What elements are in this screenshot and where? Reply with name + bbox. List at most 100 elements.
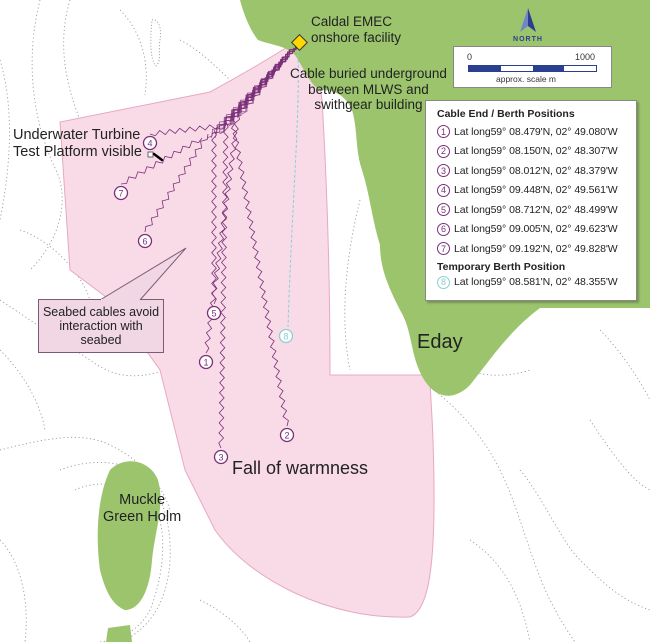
lon-minutes: 49.561'W	[574, 184, 618, 197]
lat-prefix: Lat long59	[454, 203, 503, 216]
cable-route-6	[144, 133, 209, 233]
lat-minutes: 08.712'N,	[509, 203, 553, 216]
legend-temp-title: Temporary Berth Position	[437, 260, 566, 273]
cable-route-3	[218, 121, 229, 449]
lon-minutes: 48.307'W	[574, 145, 618, 158]
small-rock-island	[106, 625, 132, 642]
lat-minutes: 08.012'N,	[509, 164, 553, 177]
muckle-green-holm-label: Muckle Green Holm	[103, 492, 182, 525]
lon-minutes: 49.623'W	[574, 223, 618, 236]
lat-prefix: Lat long59	[454, 145, 503, 158]
temp-berth-row: 8 Lat long59°08.581'N, 02°48.355'W	[426, 273, 636, 293]
fall-of-warmness-label: Fall of warmness	[232, 458, 369, 478]
cable-note-label: Cable buried underground between MLWS an…	[290, 66, 447, 113]
lon-degrees: 02	[555, 125, 568, 138]
berth-marker-label: 5	[211, 308, 216, 318]
islet	[150, 19, 161, 67]
lat-minutes: 09.448'N,	[509, 184, 553, 197]
lon-degrees: 02	[555, 145, 568, 158]
berth-marker-1: 1	[198, 354, 214, 370]
berth-number-badge: 3	[437, 164, 450, 178]
cable-route-segment	[214, 47, 295, 139]
lon-degrees: 02	[555, 276, 568, 289]
lon-minutes: 49.828'W	[574, 242, 618, 255]
berth-coordinates: Lat long59°08.479'N, 02°49.080'W	[454, 125, 618, 138]
berth-row: 1 Lat long59°08.479'N, 02°49.080'W	[426, 122, 636, 142]
berth-row: 3 Lat long59°08.012'N, 02°48.379'W	[426, 161, 636, 181]
berth-coordinates: Lat long59°08.012'N, 02°48.379'W	[454, 164, 618, 177]
legend-title: Cable End / Berth Positions	[437, 108, 575, 120]
lat-minutes: 09.192'N,	[509, 242, 553, 255]
lat-minutes: 09.005'N,	[509, 223, 553, 236]
berth-marker-6: 6	[137, 233, 153, 249]
lon-degrees: 02	[555, 223, 568, 236]
berth-marker-label: 6	[142, 236, 147, 246]
berth-marker-2: 2	[279, 427, 295, 443]
seabed-cables-callout: Seabed cables avoid interaction with sea…	[38, 299, 164, 353]
facility-label: Caldal EMEC onshore facility	[311, 14, 402, 45]
lon-degrees: 02	[555, 242, 568, 255]
lat-minutes: 08.150'N,	[509, 145, 553, 158]
berth-marker-4: 4	[142, 135, 158, 151]
berth-coordinates: Lat long59°09.448'N, 02°49.561'W	[454, 184, 618, 197]
berth-number-badge: 7	[437, 242, 450, 256]
berth-number-badge: 2	[437, 144, 450, 158]
lat-minutes: 08.581'N,	[509, 276, 553, 289]
cable-route-segment	[215, 45, 297, 135]
berth-number-badge: 4	[437, 183, 450, 197]
berth-marker-5: 5	[206, 305, 222, 321]
scale-start: 0	[467, 52, 473, 62]
berth-markers: 1 2 3 4 5 6 7 8	[113, 135, 295, 465]
berth-marker-label: 8	[283, 331, 288, 341]
cable-route-5	[211, 129, 217, 305]
lon-minutes: 48.355'W	[574, 276, 618, 289]
lon-minutes: 48.499'W	[574, 203, 618, 216]
berth-coordinates: Lat long59°08.150'N, 02°48.307'W	[454, 145, 618, 158]
berth-marker-label: 1	[203, 357, 208, 367]
turbine-platform-icon	[147, 151, 164, 162]
cable-route-2	[230, 117, 289, 427]
lon-minutes: 49.080'W	[574, 125, 618, 138]
lat-prefix: Lat long59	[454, 223, 503, 236]
berth-marker-label: 4	[147, 138, 152, 148]
lat-prefix: Lat long59	[454, 125, 503, 138]
lon-degrees: 02	[555, 184, 568, 197]
berth-number-badge: 5	[437, 203, 450, 217]
lat-prefix: Lat long59	[454, 242, 503, 255]
berth-marker-label: 7	[118, 188, 123, 198]
lon-minutes: 48.379'W	[574, 164, 618, 177]
temp-cable-route	[287, 49, 299, 328]
cable-route-segment	[210, 45, 297, 139]
berth-row: 6 Lat long59°09.005'N, 02°49.623'W	[426, 220, 636, 240]
berth-number-badge: 1	[437, 125, 450, 139]
scale-end: 1000	[575, 52, 596, 62]
berth-row: 2 Lat long59°08.150'N, 02°48.307'W	[426, 142, 636, 162]
cable-route-4	[149, 124, 221, 137]
scale-caption: approx. scale m	[496, 74, 556, 84]
berth-number-badge: 8	[437, 275, 450, 289]
compass: NORTH	[506, 6, 550, 46]
berth-marker-label: 2	[284, 430, 289, 440]
berth-marker-3: 3	[213, 449, 229, 465]
development-zone	[59, 39, 435, 618]
cable-route-7	[120, 137, 203, 185]
north-arrow-icon	[520, 8, 536, 32]
lon-degrees: 02	[555, 203, 568, 216]
berth-marker-8: 8	[278, 328, 294, 344]
facility-marker-icon	[291, 34, 308, 51]
muckle-green-holm-island	[97, 461, 161, 610]
berth-row: 4 Lat long59°09.448'N, 02°49.561'W	[426, 181, 636, 201]
platform-label: Underwater Turbine Test Platform visible	[13, 127, 142, 160]
berth-coordinates: Lat long59°09.005'N, 02°49.623'W	[454, 223, 618, 236]
berth-number-badge: 6	[437, 222, 450, 236]
berth-coordinates: Lat long59°08.712'N, 02°48.499'W	[454, 203, 618, 216]
lat-prefix: Lat long59	[454, 184, 503, 197]
compass-label: NORTH	[513, 36, 543, 43]
berth-coordinates: Lat long59°09.192'N, 02°49.828'W	[454, 242, 618, 255]
berth-coordinates: Lat long59°08.581'N, 02°48.355'W	[454, 276, 618, 289]
scale-bar-graphic	[468, 65, 597, 72]
berth-marker-label: 3	[218, 452, 223, 462]
scale-bar: 0 1000 approx. scale m	[453, 46, 612, 88]
